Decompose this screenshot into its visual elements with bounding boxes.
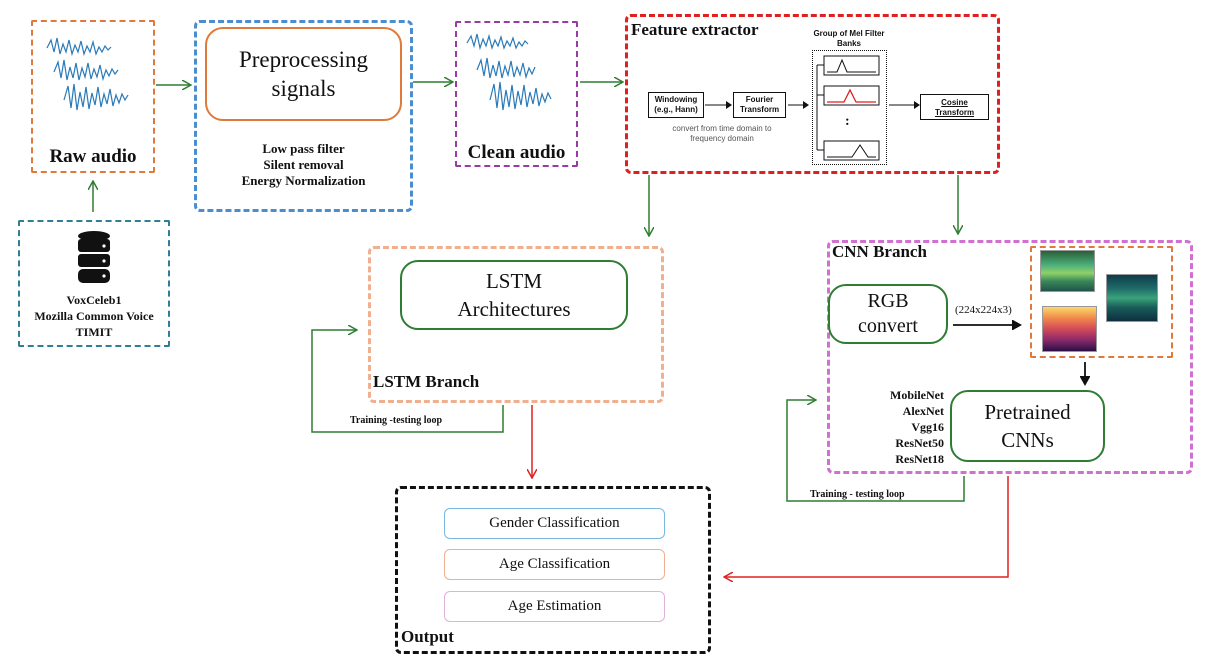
fourier-to-mel-arrow bbox=[788, 101, 809, 109]
cnn-model-item: AlexNet bbox=[902, 404, 944, 418]
cnn-model-item: Vgg16 bbox=[911, 420, 944, 434]
dataset-item: Mozilla Common Voice bbox=[34, 309, 154, 323]
clean-audio-box bbox=[455, 21, 578, 167]
dataset-list: VoxCeleb1 Mozilla Common Voice TIMIT bbox=[18, 292, 170, 340]
cnn-branch-box bbox=[827, 240, 1193, 474]
dataset-box bbox=[18, 220, 170, 347]
preprocessing-step: Energy Normalization bbox=[241, 173, 366, 188]
rgb-dims: (224x224x3) bbox=[955, 304, 1012, 316]
preprocessing-step: Low pass filter bbox=[262, 141, 345, 156]
cnn-models-list: MobileNet AlexNet Vgg16 ResNet50 ResNet1… bbox=[848, 387, 944, 467]
spectrogram-image-2 bbox=[1106, 274, 1158, 322]
preprocessing-step: Silent removal bbox=[263, 157, 344, 172]
windowing-block: Windowing (e.g., Hann) bbox=[648, 92, 704, 118]
rgb-convert: RGB convert bbox=[828, 284, 948, 344]
clean-waveform-icon bbox=[466, 33, 552, 111]
dataset-item: TIMIT bbox=[75, 325, 113, 339]
output-title: Output bbox=[401, 627, 454, 646]
pretrained-cnns: Pretrained CNNs bbox=[950, 390, 1105, 462]
raw-waveform-icon bbox=[46, 37, 129, 111]
cnn-model-item: ResNet50 bbox=[895, 436, 944, 450]
mel-to-cosine-arrow bbox=[889, 101, 920, 109]
mel-filter-group bbox=[812, 50, 887, 165]
dataset-item: VoxCeleb1 bbox=[66, 293, 122, 307]
preprocessing-title: Preprocessing signals bbox=[205, 27, 402, 121]
cnn-model-item: MobileNet bbox=[890, 388, 944, 402]
mel-filter-ellipsis: : bbox=[845, 114, 850, 129]
database-icon bbox=[78, 231, 110, 283]
output-box bbox=[395, 486, 711, 654]
lstm-loop-label: Training -testing loop bbox=[350, 415, 443, 426]
mel-filter-title: Group of Mel Filter Banks bbox=[813, 29, 885, 48]
windowing-to-fourier-arrow bbox=[705, 101, 732, 109]
lstm-branch-label: LSTM Branch bbox=[373, 372, 480, 391]
spectrogram-image-3 bbox=[1042, 306, 1097, 352]
feature-extractor-box bbox=[625, 14, 1000, 174]
feature-extractor-title: Feature extractor bbox=[631, 20, 759, 39]
raw-audio-box bbox=[31, 20, 155, 173]
cnn-model-item: ResNet18 bbox=[895, 452, 944, 466]
cosine-block: Cosine Transform bbox=[920, 94, 989, 120]
spectrogram-box bbox=[1030, 246, 1173, 358]
output-item-age-estimation: Age Estimation bbox=[444, 591, 665, 622]
output-item-age-class: Age Classification bbox=[444, 549, 665, 580]
cnn-loop-label: Training - testing loop bbox=[810, 489, 905, 500]
cnn-branch-label: CNN Branch bbox=[832, 242, 927, 261]
preprocessing-box bbox=[194, 20, 413, 212]
preprocessing-steps: Low pass filter Silent removal Energy No… bbox=[194, 141, 413, 189]
lstm-branch-box bbox=[368, 246, 664, 403]
mel-filter-banks bbox=[816, 55, 880, 161]
raw-audio-label: Raw audio bbox=[49, 146, 137, 167]
spectrogram-image-1 bbox=[1040, 250, 1095, 292]
fourier-block: Fourier Transform bbox=[733, 92, 786, 118]
lstm-architecture: LSTM Architectures bbox=[400, 260, 628, 330]
fourier-note: convert from time domain to frequency do… bbox=[672, 124, 772, 143]
clean-audio-label: Clean audio bbox=[467, 142, 566, 163]
output-item-gender: Gender Classification bbox=[444, 508, 665, 539]
